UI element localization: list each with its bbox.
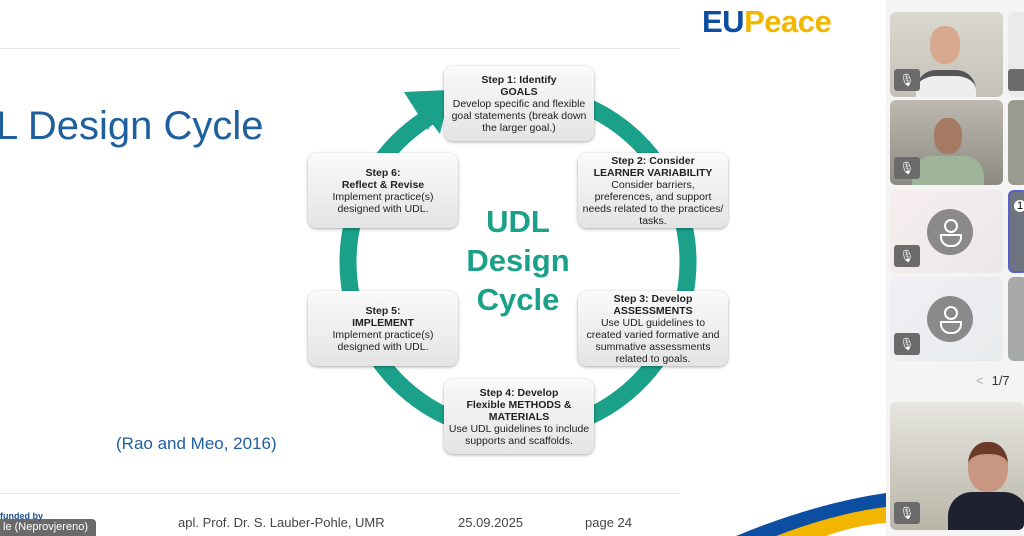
step-head: Step 3: Develop	[613, 292, 693, 305]
center-line: Cycle	[476, 282, 560, 317]
step-bold: LEARNER VARIABILITY	[593, 166, 713, 179]
center-line: UDL	[486, 204, 550, 239]
footer-page: page 24	[585, 515, 632, 530]
mic-muted-icon: 🎙	[894, 69, 920, 91]
step-text: Implement practice(s) designed with UDL.	[332, 328, 434, 353]
step-head: Step 1: Identify	[481, 73, 557, 86]
footer-wave-graphic	[676, 493, 886, 536]
step-bold: GOALS	[500, 85, 538, 98]
diagram-center-title: UDL Design Cycle	[448, 202, 588, 319]
logo-peace: Peace	[744, 4, 832, 39]
logo-eu: EU	[702, 4, 745, 39]
participant-tile[interactable]: 🎙	[890, 12, 1003, 97]
eupeace-logo: EUPeace	[702, 4, 832, 40]
step-head: Step 6:	[365, 166, 401, 179]
step-text: Use UDL guidelines to created varied for…	[586, 316, 720, 365]
participant-tile[interactable]	[1008, 12, 1024, 97]
page-indicator: 1/7	[991, 373, 1010, 388]
footer-divider	[0, 493, 680, 494]
participant-tile[interactable]: 🎙	[890, 277, 1003, 361]
participant-tile[interactable]: 🎙	[890, 190, 1003, 273]
self-video-tile[interactable]: 🎙	[890, 402, 1024, 530]
mic-muted-icon: 🎙	[894, 245, 920, 267]
mic-muted-icon: 🎙	[894, 157, 920, 179]
participant-tile[interactable]	[1008, 100, 1024, 185]
center-line: Design	[466, 243, 570, 278]
step-head: Step 4: Develop	[479, 386, 559, 399]
step-text: Develop specific and flexible goal state…	[451, 97, 587, 134]
step-text: Implement practice(s) designed with UDL.	[332, 190, 434, 215]
funded-by: funded by	[0, 511, 43, 521]
shared-slide: EUPeace L Design Cycle (Rao and Meo, 201…	[0, 4, 886, 536]
divider	[0, 48, 680, 49]
speaker-caption: le (Neprovjereno)	[0, 519, 96, 536]
mic-muted-icon	[1008, 69, 1024, 91]
participant-tile[interactable]: 🎙	[890, 100, 1003, 185]
step-text: Use UDL guidelines to include supports a…	[448, 422, 590, 447]
mic-muted-icon: 🎙	[894, 333, 920, 355]
participant-tile[interactable]	[1008, 277, 1024, 361]
participants-panel: 🎙 🎙 🎙 1 🎙 🎙	[886, 0, 1024, 536]
mic-muted-icon: 🎙	[894, 502, 920, 524]
step-bold: ASSESSMENTS	[613, 304, 693, 317]
citation: (Rao and Meo, 2016)	[116, 434, 277, 453]
footer-author: apl. Prof. Dr. S. Lauber-Pohle, UMR	[178, 515, 385, 530]
step-bold: IMPLEMENT	[352, 316, 414, 329]
step-bold: Flexible METHODS & MATERIALS	[466, 398, 572, 423]
participant-pager: <1/7	[976, 373, 1010, 388]
footer-date: 25.09.2025	[458, 515, 524, 530]
participant-tile-active[interactable]: 1	[1008, 190, 1024, 273]
slide-title: L Design Cycle	[0, 104, 264, 148]
step-head: Step 2: Consider	[611, 154, 695, 167]
avatar-placeholder-icon	[927, 296, 973, 342]
step-head: Step 5:	[365, 304, 401, 317]
step-text: Consider barriers, preferences, and supp…	[582, 178, 724, 227]
step-bold: Reflect & Revise	[341, 178, 425, 191]
avatar-placeholder-icon	[927, 209, 973, 255]
tile-badge: 1	[1014, 200, 1024, 212]
prev-page-icon[interactable]: <	[976, 373, 984, 388]
